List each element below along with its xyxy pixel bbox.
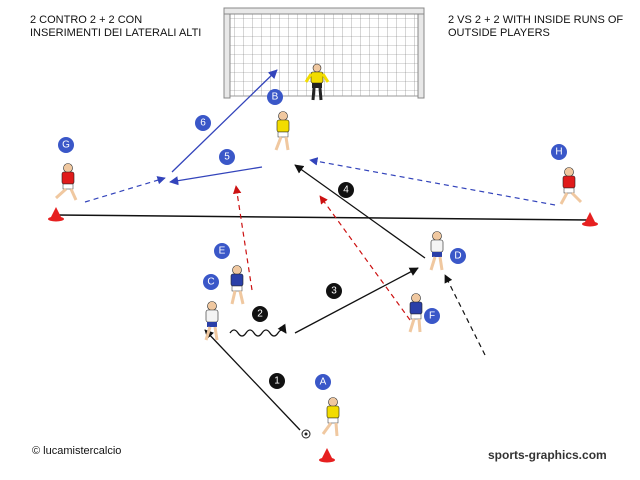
pass-arrow-1 [204,329,301,431]
dribble-arrow-2 [229,323,287,337]
step-badge-3-label: 3 [331,286,337,297]
title-english: 2 VS 2 + 2 WITH INSIDE RUNS OF OUTSIDE P… [448,14,638,40]
step-badge-4: 4 [338,182,354,198]
player-badge-b: B [267,89,283,105]
player-figure-d [429,231,444,271]
title-italian-line-2: INSERIMENTI DEI LATERALI ALTI [30,27,202,39]
title-english-line-1: 2 VS 2 + 2 WITH INSIDE RUNS OF [448,14,624,26]
step-badge-5-label: 5 [224,152,230,163]
pass-arrow-3 [294,267,419,334]
player-badge-d-label: D [454,251,461,262]
credit-author: © lucamistercalcio [32,445,122,457]
player-figure-g [54,163,78,201]
field-line [55,214,591,221]
cone-left [48,207,64,222]
step-badge-2: 2 [252,306,268,322]
player-figure-f [408,293,423,333]
run-arrow-h [309,157,556,206]
player-badge-g-label: G [62,140,70,151]
player-figure-a [321,397,340,437]
player-badge-a: A [315,374,331,390]
player-badge-e-label: E [219,246,226,257]
player-badge-h: H [551,144,567,160]
player-badge-b-label: B [272,92,279,103]
player-badge-f: F [424,308,440,324]
step-badge-6-label: 6 [200,118,206,129]
goal [223,7,425,99]
run-arrow-g [84,176,166,203]
title-english-line-2: OUTSIDE PLAYERS [448,27,550,39]
cone-bottom [319,448,335,463]
step-badge-1: 1 [269,373,285,389]
player-badge-f-label: F [429,311,435,322]
goalkeeper-figure [304,63,330,101]
step-badge-4-label: 4 [343,185,349,196]
step-badge-3: 3 [326,283,342,299]
step-badge-6: 6 [195,115,211,131]
run-arrow-f [319,195,411,321]
player-badge-c-label: C [207,277,214,288]
player-badge-g: G [58,137,74,153]
step-badge-2-label: 2 [257,309,263,320]
player-figure-c [204,301,219,341]
player-badge-d: D [450,248,466,264]
player-badge-e: E [214,243,230,259]
credit-website: sports-graphics.com [488,448,607,462]
pass-arrow-4 [294,164,426,259]
run-arrow-d [444,274,486,356]
pass-arrow-5 [169,166,263,186]
cone-right [582,212,598,227]
step-badge-1-label: 1 [274,376,280,387]
shot-arrow-6 [171,69,278,173]
player-figure-e [230,265,245,305]
player-badge-a-label: A [320,377,327,388]
player-figure-b [274,111,290,151]
title-italian: 2 CONTRO 2 + 2 CON INSERIMENTI DEI LATER… [30,14,250,40]
player-badge-h-label: H [555,147,562,158]
player-figure-h [559,167,583,205]
step-badge-5: 5 [219,149,235,165]
title-italian-line-1: 2 CONTRO 2 + 2 CON [30,14,143,26]
player-badge-c: C [203,274,219,290]
ball [301,429,311,439]
